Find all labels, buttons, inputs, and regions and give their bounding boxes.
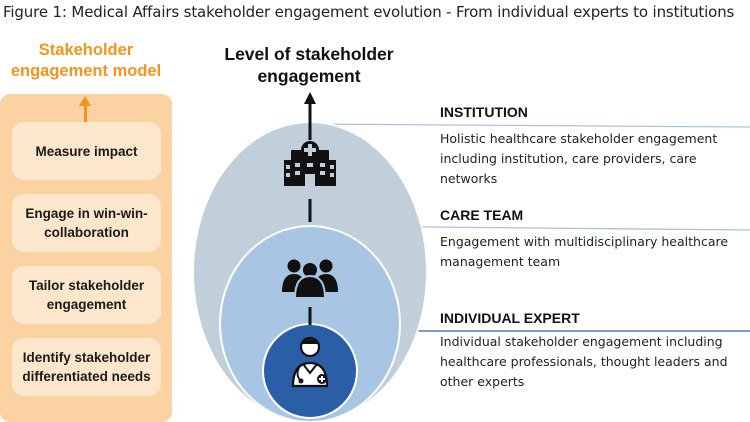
individual-expert-description: Individual stakeholder engagement includ…: [440, 334, 728, 389]
doctor-icon: [291, 336, 329, 388]
institution-description: Holistic healthcare stakeholder engageme…: [440, 131, 718, 186]
hospital-icon: [284, 141, 336, 186]
model-arrow-shaft: [84, 104, 87, 122]
institution-heading: INSTITUTION: [440, 104, 528, 120]
engagement-model-title: Stakeholder engagement model: [10, 41, 162, 80]
step-identify-needs: Identify stakeholder differentiated need…: [12, 338, 161, 396]
step-measure-impact: Measure impact: [12, 122, 161, 180]
group-icon: [282, 259, 338, 299]
engagement-level-title: Level of stakeholder engagement: [224, 44, 394, 86]
axis-up-arrow-icon: [304, 92, 316, 104]
step-engage-collaboration: Engage in win-win-collaboration: [12, 194, 161, 252]
institution-connector: [309, 123, 750, 128]
step-tailor-engagement: Tailor stakeholder engagement: [12, 266, 161, 324]
individual-expert-heading: INDIVIDUAL EXPERT: [440, 310, 580, 326]
care-team-description: Engagement with multidisciplinary health…: [440, 234, 729, 269]
up-arrow-icon: [79, 96, 91, 106]
figure-title: Figure 1: Medical Affairs stakeholder en…: [3, 3, 735, 21]
care-team-heading: CARE TEAM: [440, 207, 524, 223]
